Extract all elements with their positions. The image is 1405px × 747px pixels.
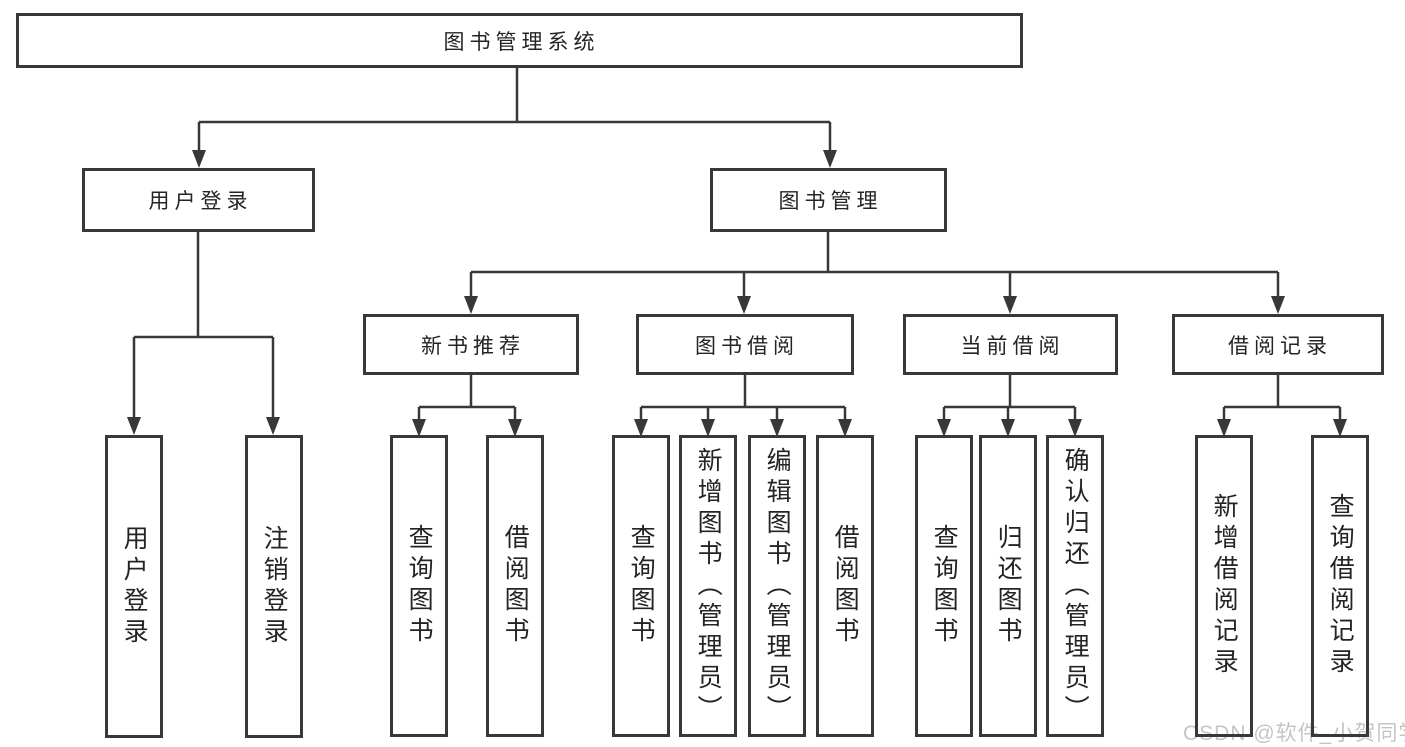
- leaf-query-books-borrow: 查询图书: [612, 435, 670, 737]
- node-label: 查询图书: [930, 524, 959, 648]
- node-book-borrowing: 图书借阅: [636, 314, 854, 375]
- leaf-add-borrow-record: 新增借阅记录: [1195, 435, 1253, 737]
- node-library-system: 图书管理系统: [16, 13, 1023, 68]
- node-label: 用户登录: [148, 190, 253, 213]
- node-borrowing-records: 借阅记录: [1172, 314, 1384, 375]
- node-label: 图书借阅: [695, 334, 799, 358]
- leaf-logout: 注销登录: [245, 435, 303, 738]
- node-book-management: 图书管理: [710, 168, 947, 232]
- leaf-borrow-books: 借阅图书: [816, 435, 874, 737]
- watermark-text: CSDN @软件_小贺同学: [1183, 722, 1405, 745]
- leaf-query-books-current: 查询图书: [915, 435, 973, 737]
- node-label: 当前借阅: [960, 334, 1065, 358]
- node-label: 注销登录: [260, 524, 289, 649]
- node-label: 新增图书（管理员）: [694, 446, 723, 726]
- leaf-edit-book-admin: 编辑图书（管理员）: [748, 435, 806, 737]
- node-label: 编辑图书（管理员）: [763, 446, 792, 726]
- node-new-book-recommend: 新书推荐: [363, 314, 579, 375]
- node-current-borrowing: 当前借阅: [903, 314, 1118, 375]
- leaf-return-books: 归还图书: [979, 435, 1037, 737]
- node-label: 图书管理: [778, 190, 883, 213]
- leaf-add-book-admin: 新增图书（管理员）: [679, 435, 737, 737]
- node-label: 借阅图书: [831, 524, 860, 648]
- leaf-borrow-books-recommend: 借阅图书: [486, 435, 544, 737]
- node-label: 用户登录: [120, 524, 149, 649]
- node-label: 新书推荐: [421, 334, 525, 358]
- leaf-query-borrow-record: 查询借阅记录: [1311, 435, 1369, 737]
- leaf-confirm-return-admin: 确认归还（管理员）: [1046, 435, 1104, 737]
- node-label: 查询借阅记录: [1326, 493, 1355, 679]
- node-label: 查询图书: [405, 524, 434, 648]
- node-label: 图书管理系统: [443, 30, 600, 54]
- node-label: 归还图书: [994, 524, 1023, 648]
- node-label: 借阅图书: [501, 524, 530, 648]
- node-label: 查询图书: [627, 524, 656, 648]
- leaf-query-books-recommend: 查询图书: [390, 435, 448, 737]
- node-label: 新增借阅记录: [1210, 493, 1239, 679]
- node-label: 借阅记录: [1228, 334, 1332, 358]
- node-user-login: 用户登录: [82, 168, 315, 232]
- node-label: 确认归还（管理员）: [1061, 446, 1090, 726]
- leaf-user-login: 用户登录: [105, 435, 163, 738]
